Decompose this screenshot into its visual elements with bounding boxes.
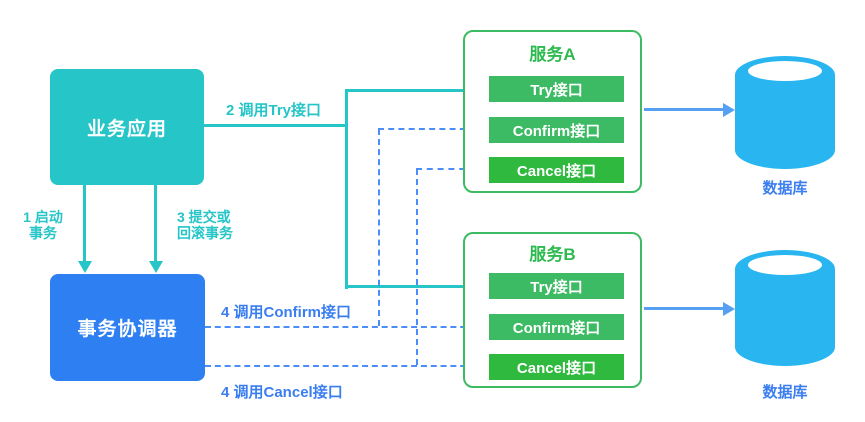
business-app-node: 业务应用: [50, 69, 204, 185]
arrowhead-start-transaction: [78, 261, 92, 273]
arrowhead-service-b-to-db: [723, 302, 735, 316]
service-b-title: 服务B: [529, 245, 576, 264]
connector-try-service-b: [345, 285, 476, 288]
edge-label-call-cancel: 4 调用Cancel接口: [221, 384, 343, 401]
connector-try-branch-vertical: [345, 89, 348, 289]
database-a-cylinder-icon: [735, 56, 835, 169]
edge-label-line: 事务: [29, 225, 57, 241]
arrowhead-commit-rollback: [149, 261, 163, 273]
edge-label-commit-rollback: 3 提交或 回滚事务: [177, 209, 233, 241]
edge-label-call-confirm: 4 调用Confirm接口: [221, 304, 352, 321]
arrowhead-service-a-to-db: [723, 103, 735, 117]
connector-confirm-service-a: [378, 128, 476, 130]
edge-label-line: 回滚事务: [177, 225, 233, 241]
connector-cancel-service-a: [416, 168, 476, 170]
service-a-panel: 服务A Try接口 Confirm接口 Cancel接口: [463, 30, 642, 193]
service-b-panel: 服务B Try接口 Confirm接口 Cancel接口: [463, 232, 642, 388]
service-a-try-button: Try接口: [489, 76, 624, 102]
service-b-cancel-button: Cancel接口: [489, 354, 624, 380]
connector-service-b-to-db: [644, 307, 723, 310]
edge-label-line: 1 启动: [23, 209, 63, 225]
edge-label-line: 3 提交或: [177, 209, 231, 225]
cylinder-top-hole: [748, 255, 822, 275]
service-a-confirm-button: Confirm接口: [489, 117, 624, 143]
database-b-label: 数据库: [762, 384, 808, 401]
transaction-coordinator-node: 事务协调器: [50, 274, 205, 381]
edge-label-call-try: 2 调用Try接口: [226, 102, 322, 119]
cylinder-top-hole: [748, 61, 822, 81]
connector-commit-rollback: [154, 185, 157, 261]
connector-app-to-branch: [204, 124, 347, 127]
connector-confirm-service-b: [205, 326, 476, 328]
connector-cancel-service-b: [205, 365, 476, 367]
connector-start-transaction: [83, 185, 86, 261]
connector-cancel-branch-vertical: [416, 169, 418, 365]
connector-try-service-a: [345, 89, 476, 92]
service-b-try-button: Try接口: [489, 273, 624, 299]
database-a-label: 数据库: [762, 180, 808, 197]
service-a-title: 服务A: [529, 45, 576, 64]
connector-confirm-branch-vertical: [378, 129, 380, 326]
service-b-confirm-button: Confirm接口: [489, 314, 624, 340]
edge-label-start-transaction: 1 启动 事务: [12, 209, 74, 241]
database-b-cylinder-icon: [735, 250, 835, 366]
service-a-cancel-button: Cancel接口: [489, 157, 624, 183]
connector-service-a-to-db: [644, 108, 723, 111]
